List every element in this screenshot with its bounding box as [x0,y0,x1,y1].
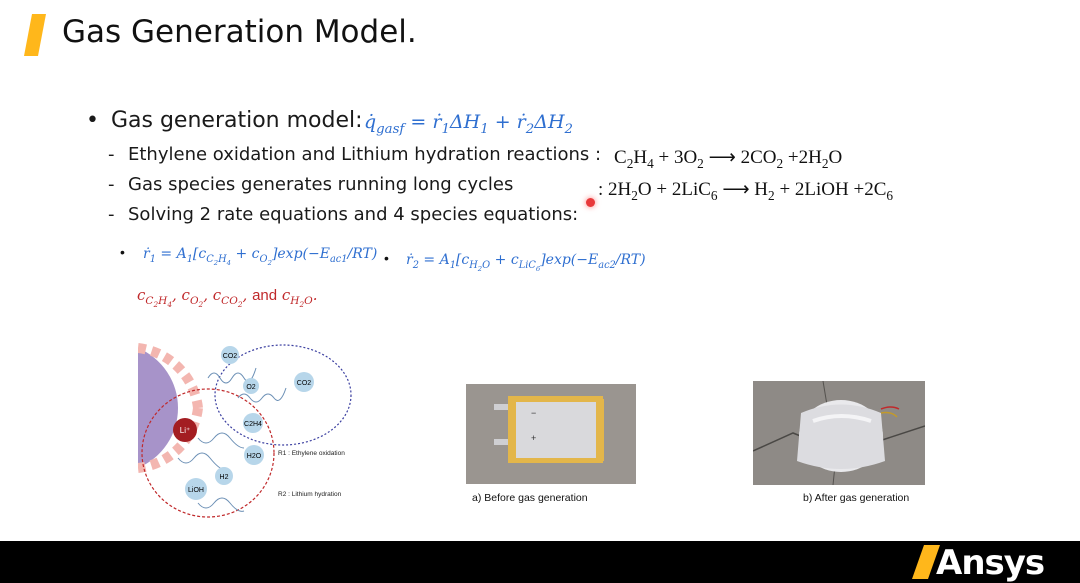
rate-equation-r1: ṙ1 = A1[cC2H4 + cO2]exp(−Eac1/RT) [143,246,378,267]
footer-bar [0,541,1080,583]
species-list: cC2H4, cO2, cCO2, and cH2O. [137,286,318,310]
caption-before: a) Before gas generation [472,492,588,504]
reaction-lithium-hydration: : 2H2O + 2LiC6 ⟶ H2 + 2LiOH +2C6 [598,179,894,203]
label-r2: R2 : Lithium hydration [278,491,342,498]
ellipse-r2 [141,388,275,518]
label-li: Li⁺ [180,426,190,435]
label-h2: H2 [220,474,229,481]
label-co2-top: CO2 [223,353,238,360]
svg-text:−: − [531,408,536,418]
label-c2h4: C2H4 [244,421,262,428]
laser-pointer-dot [586,198,595,207]
reaction-diagram: CO2 O2 CO2 C2H4 Li⁺ H2O H2 LiOH R1 : Eth… [138,343,352,518]
rate-equation-r2: ṙ2 = A1[cH2O + cLiC6]exp(−Eac2/RT) [406,252,646,273]
ansys-logo-slash [912,545,940,579]
main-bullet: • Gas generation model: [86,108,363,133]
main-bullet-text: Gas generation model: [110,108,363,133]
caption-after: b) After gas generation [803,492,910,504]
photo-before-gas-generation: − + [466,384,636,484]
label-o2: O2 [246,384,255,391]
photo-after-gas-generation [753,381,925,485]
label-h2o: H2O [247,453,262,460]
rate-bullet-1: • [120,244,125,260]
label-r1: R1 : Ethylene oxidation [278,450,345,457]
main-equation: q̇gasf = ṙ1ΔH1 + ṙ2ΔH2 [364,111,574,137]
sub-bullet-2: -Gas species generates running long cycl… [108,174,514,195]
ansys-logo-text: Ansys [936,543,1045,583]
ellipse-r1 [214,344,352,446]
reaction-ethylene-oxidation: C2H4 + 3O2 ⟶ 2CO2 +2H2O [614,147,843,171]
bullet-dot: • [86,108,99,133]
label-lioh: LiOH [188,487,204,494]
accent-bar [24,14,46,56]
rate-bullet-2: • [384,250,389,266]
svg-text:+: + [531,433,536,443]
label-co2-right: CO2 [297,380,312,387]
sub-bullet-1: -Ethylene oxidation and Lithium hydratio… [108,144,602,165]
slide-title: Gas Generation Model. [62,14,417,50]
anode-particle [138,343,203,473]
sub-bullet-3: -Solving 2 rate equations and 4 species … [108,204,579,225]
